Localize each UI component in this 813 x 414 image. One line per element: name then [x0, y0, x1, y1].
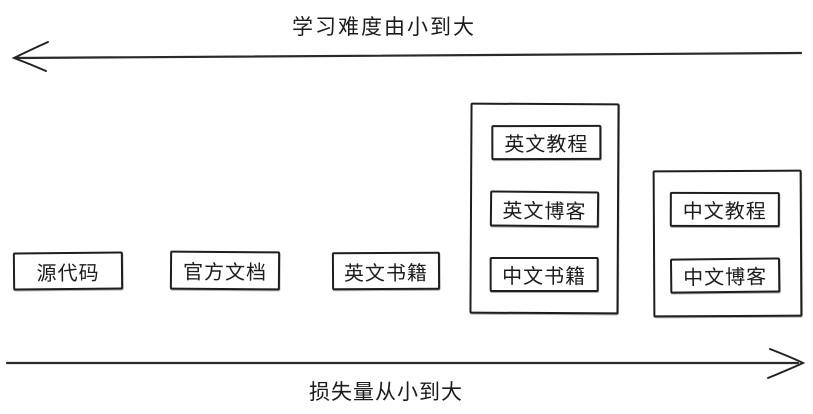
node-english-blogs: 英文博客 [489, 190, 600, 228]
node-chinese-books: 中文书籍 [489, 256, 599, 292]
left-arrow [11, 41, 803, 72]
node-official-docs: 官方文档 [169, 250, 281, 291]
top-axis-label: 学习难度由小到大 [292, 15, 476, 39]
node-chinese-tutorials-label: 中文教程 [682, 198, 767, 224]
node-chinese-blogs: 中文博客 [669, 257, 781, 294]
node-source-code: 源代码 [12, 251, 124, 291]
node-english-blogs-label: 英文博客 [502, 198, 587, 223]
node-chinese-blogs-label: 中文博客 [683, 264, 768, 290]
node-chinese-books-label: 中文书籍 [502, 263, 587, 288]
node-english-tutorials-label: 英文教程 [504, 131, 589, 157]
node-official-docs-label: 官方文档 [182, 259, 268, 285]
bottom-axis-label: 损失量从小到大 [309, 380, 463, 404]
right-arrow [5, 348, 806, 379]
node-chinese-tutorials: 中文教程 [669, 191, 780, 228]
node-english-tutorials: 英文教程 [491, 124, 602, 161]
node-source-code-label: 源代码 [36, 260, 100, 285]
group-box-english-resources: 英文教程 英文博客 中文书籍 [469, 102, 620, 315]
node-english-books-label: 英文书籍 [343, 260, 429, 285]
group-box-chinese-resources: 中文教程 中文博客 [652, 169, 803, 318]
node-english-books: 英文书籍 [331, 251, 441, 291]
